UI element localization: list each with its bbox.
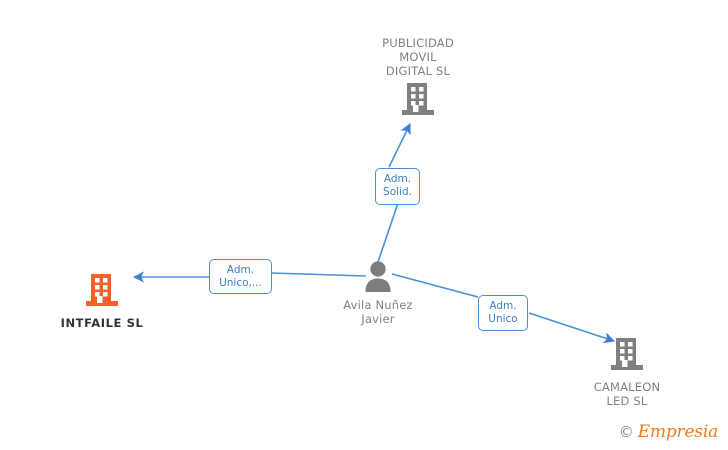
building-icon [22,272,182,312]
person-icon [298,260,458,296]
node-label: PUBLICIDAD MOVIL DIGITAL SL [382,36,454,78]
watermark: © Empresia [619,422,718,442]
edge-line-publicidad-upper [388,122,411,168]
node-label: CAMALEON LED SL [593,380,661,408]
node-intfaile[interactable]: INTFAILE SL [22,272,182,330]
edge-label-intfaile[interactable]: Adm. Unico,... [209,259,272,294]
copyright-icon: © [618,423,634,441]
building-icon [547,336,707,376]
node-label: Avila Nuñez Javier [343,298,413,326]
edge-label-publicidad[interactable]: Adm. Solid. [375,168,420,205]
building-icon [338,81,498,121]
edge-line-publicidad-lower [377,202,399,263]
node-publicidad-movil-digital[interactable]: PUBLICIDAD MOVIL DIGITAL SL [338,32,498,121]
node-label: INTFAILE SL [60,316,144,330]
edge-label-camaleon[interactable]: Adm. Unico [478,295,528,331]
node-avila-nunez-javier[interactable]: Avila Nuñez Javier [298,260,458,326]
node-camaleon-led[interactable]: CAMALEON LED SL [547,336,707,408]
brand-name: Empresia [637,422,718,442]
